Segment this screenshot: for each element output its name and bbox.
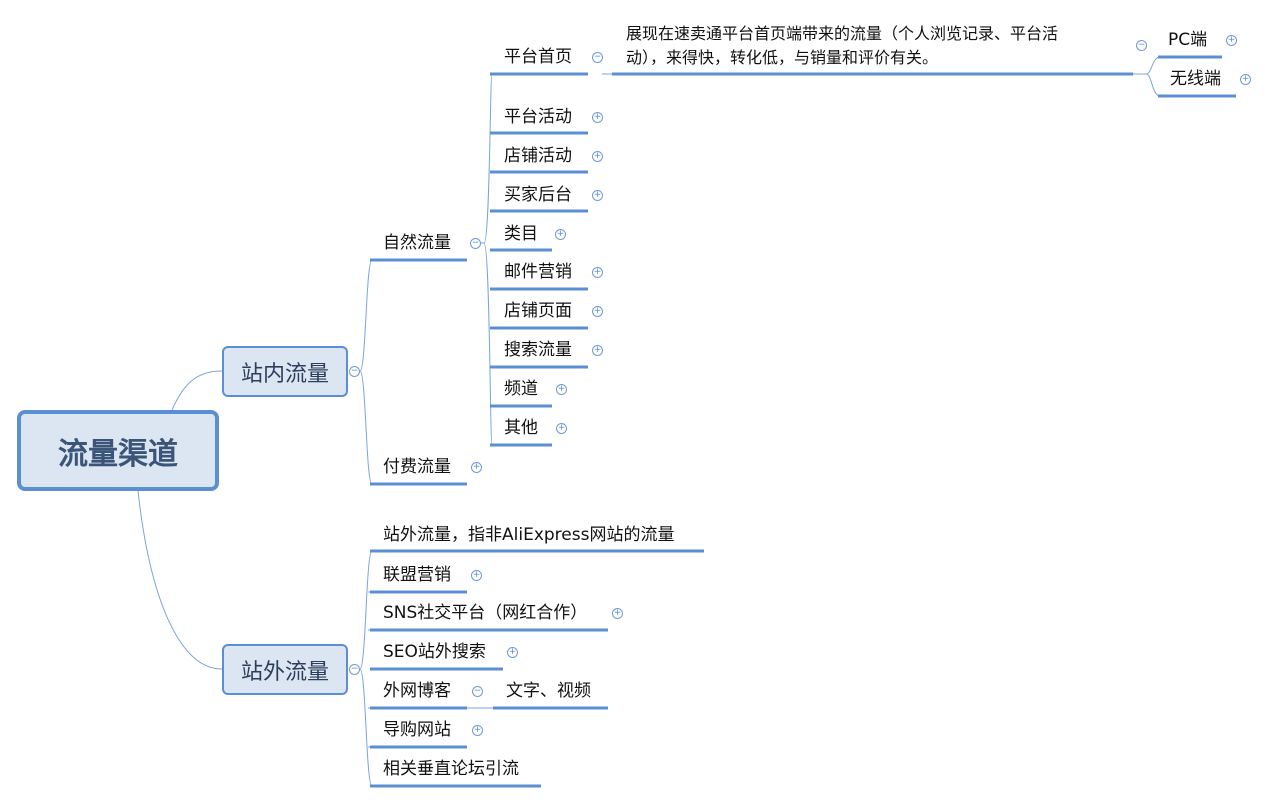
node-sns[interactable]: SNS社交平台（网红合作） xyxy=(383,603,588,623)
expand-icon[interactable]: + xyxy=(555,229,566,240)
node-seo[interactable]: SEO站外搜索 xyxy=(383,642,486,662)
node-email-marketing[interactable]: 邮件营销 xyxy=(504,262,572,282)
node-category[interactable]: 类目 xyxy=(504,224,538,244)
offsite-label: 站外流量 xyxy=(240,659,329,685)
expand-icon[interactable]: + xyxy=(556,384,567,395)
node-homepage[interactable]: 平台首页 xyxy=(504,47,572,67)
collapse-icon[interactable]: − xyxy=(472,686,483,697)
expand-icon[interactable]: + xyxy=(471,462,482,473)
node-store-page[interactable]: 店铺页面 xyxy=(504,301,572,321)
node-affiliate[interactable]: 联盟营销 xyxy=(383,565,451,585)
homepage-description-line1[interactable]: 展现在速卖通平台首页端带来的流量（个人浏览记录、平台活 xyxy=(626,24,1059,43)
root-label: 流量渠道 xyxy=(58,436,178,472)
node-channel[interactable]: 频道 xyxy=(504,379,538,399)
homepage-description-line2: 动），来得快，转化低，与销量和评价有关。 xyxy=(626,48,939,67)
expand-icon[interactable]: + xyxy=(472,725,483,736)
node-pc[interactable]: PC端 xyxy=(1168,30,1208,50)
expand-icon[interactable]: + xyxy=(592,190,603,201)
node-paid[interactable]: 付费流量 xyxy=(383,457,451,477)
node-mobile[interactable]: 无线端 xyxy=(1170,69,1221,89)
expand-icon[interactable]: + xyxy=(592,267,603,278)
node-shopping-guide[interactable]: 导购网站 xyxy=(383,720,451,740)
collapse-icon[interactable]: − xyxy=(592,52,603,63)
node-offsite-definition[interactable]: 站外流量，指非AliExpress网站的流量 xyxy=(383,525,675,545)
expand-icon[interactable]: + xyxy=(556,423,567,434)
node-store-activity[interactable]: 店铺活动 xyxy=(504,146,572,166)
expand-icon[interactable]: + xyxy=(592,112,603,123)
expand-icon[interactable]: + xyxy=(592,151,603,162)
node-blog-content[interactable]: 文字、视频 xyxy=(506,681,591,701)
expand-icon[interactable]: + xyxy=(1226,35,1237,46)
node-natural[interactable]: 自然流量 xyxy=(383,233,451,253)
node-buyer-backend[interactable]: 买家后台 xyxy=(504,185,572,205)
node-blog[interactable]: 外网博客 xyxy=(383,681,451,701)
expand-icon[interactable]: + xyxy=(507,647,518,658)
expand-icon[interactable]: + xyxy=(471,570,482,581)
node-offsite[interactable]: 站外流量 xyxy=(222,644,348,695)
expand-icon[interactable]: + xyxy=(592,345,603,356)
node-other[interactable]: 其他 xyxy=(504,418,538,438)
expand-icon[interactable]: + xyxy=(612,608,623,619)
root-node[interactable]: 流量渠道 xyxy=(17,410,219,491)
expand-icon[interactable]: + xyxy=(592,306,603,317)
node-search-traffic[interactable]: 搜索流量 xyxy=(504,340,572,360)
collapse-icon[interactable]: − xyxy=(349,664,360,675)
node-platform-activity[interactable]: 平台活动 xyxy=(504,107,572,127)
expand-icon[interactable]: + xyxy=(1240,74,1251,85)
collapse-icon[interactable]: − xyxy=(349,366,360,377)
onsite-label: 站内流量 xyxy=(240,361,329,387)
collapse-icon[interactable]: − xyxy=(470,238,481,249)
node-onsite[interactable]: 站内流量 xyxy=(222,346,348,397)
collapse-icon[interactable]: − xyxy=(1136,40,1147,51)
node-forum[interactable]: 相关垂直论坛引流 xyxy=(383,759,519,779)
